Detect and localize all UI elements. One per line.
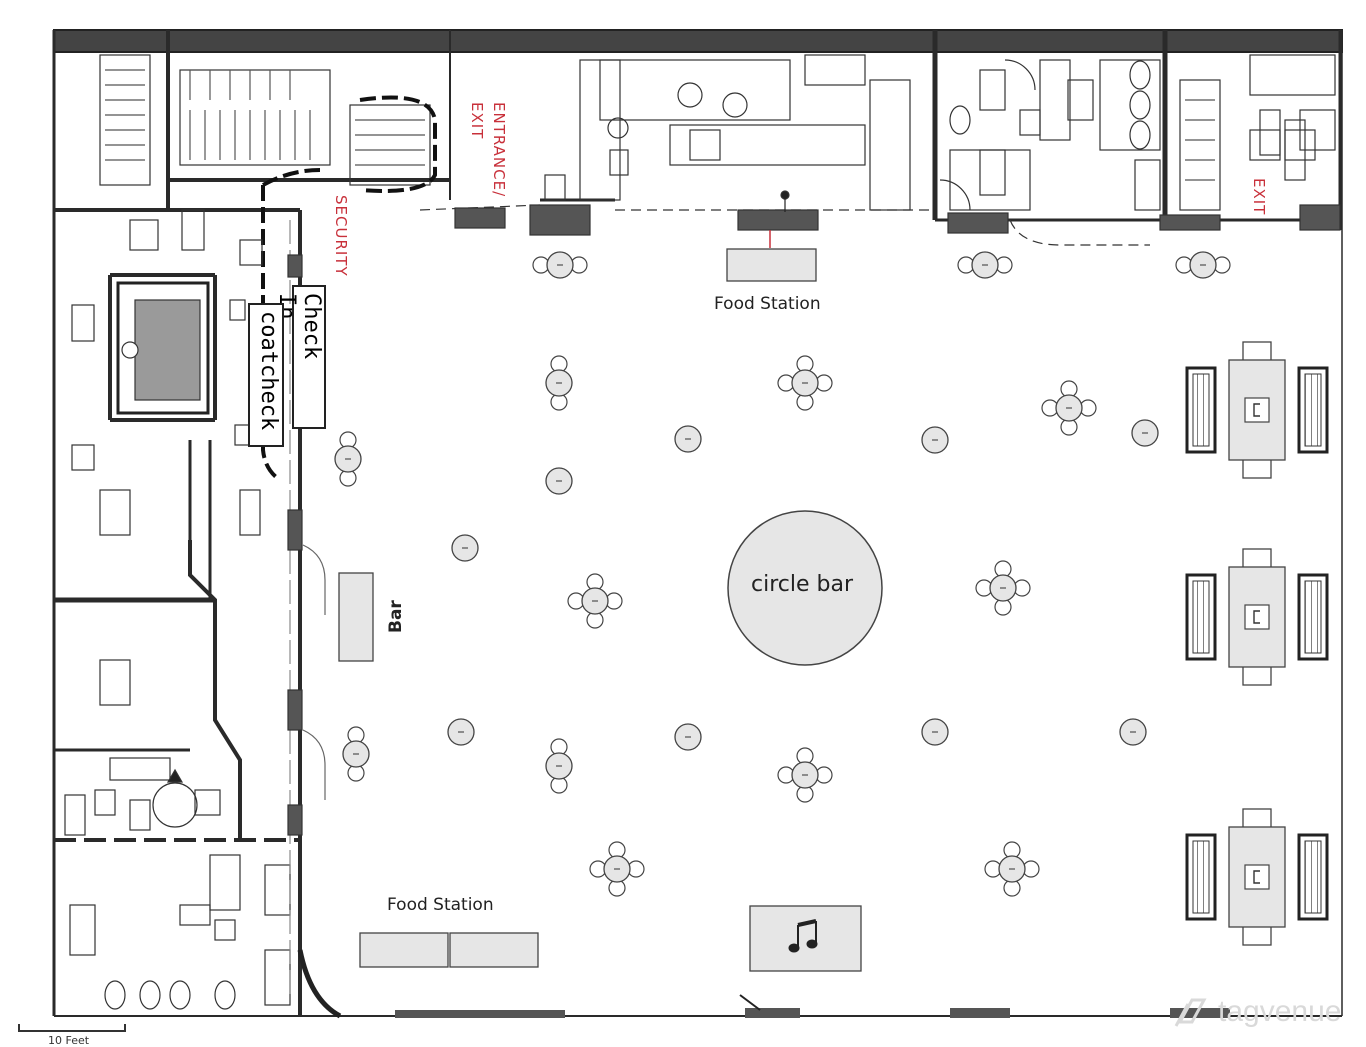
scale-bar-line <box>18 1024 126 1032</box>
bar-label: Bar <box>386 600 406 633</box>
food-station-top-label: Food Station <box>714 294 821 314</box>
bar-counter <box>338 572 374 662</box>
music-note-icon <box>788 919 818 953</box>
check-in-sign: Check In <box>274 285 326 429</box>
furniture <box>334 248 1329 972</box>
building-walls <box>52 29 1343 1017</box>
dj-booth <box>749 905 862 972</box>
coat-check-label: coatcheck <box>256 311 281 431</box>
coat-check-sign: coatcheck <box>248 303 284 447</box>
security-label: SECURITY <box>332 195 350 277</box>
watermark-text: tagvenue <box>1218 995 1342 1028</box>
circle-bar <box>727 510 883 666</box>
left-wing-details <box>64 220 1230 1019</box>
food-station-top-table <box>726 248 817 282</box>
exit-right-label: EXIT <box>1250 178 1268 216</box>
entrance-exit-label: ENTRANCE/ EXIT <box>468 102 508 198</box>
scale-label: 10 Feet <box>48 1034 90 1047</box>
food-station-bottom-label: Food Station <box>387 895 494 915</box>
food-station-bottom-table-2 <box>449 932 539 968</box>
watermark: tagvenue <box>1172 992 1341 1032</box>
top-wing-details <box>99 54 1341 482</box>
food-station-bottom-table-1 <box>359 932 449 968</box>
circle-bar-label: circle bar <box>751 572 853 597</box>
tagvenue-logo-icon <box>1174 998 1207 1027</box>
